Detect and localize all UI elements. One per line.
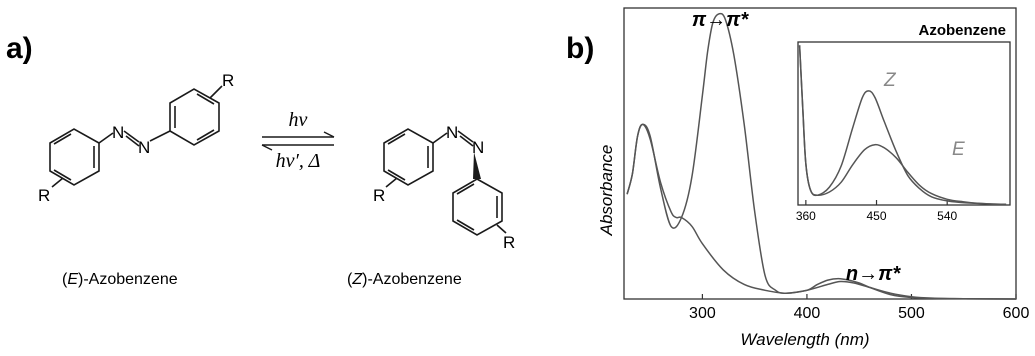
z-nn-double-bond: [457, 130, 474, 143]
z-isomer-caption: (Z)-Azobenzene: [347, 271, 462, 288]
inset-z-label: Z: [883, 70, 897, 91]
z-ring-r-bond-bottom: [496, 224, 507, 234]
y-axis-label: Absorbance: [597, 145, 616, 237]
inset-e-label: E: [952, 139, 965, 160]
z-r-substituent-left: R: [373, 186, 385, 205]
main-plot-frame: [623, 7, 1017, 300]
main-x-tick-label-300: 300: [689, 305, 716, 322]
e-nn-double-bond: [123, 130, 140, 143]
pi-pi-star-label: π→π*: [692, 9, 749, 31]
e-n-bond-left: [98, 132, 114, 144]
panel-a: a) R R N N: [6, 32, 515, 288]
inset-x-tick-label-450: 450: [867, 209, 887, 223]
e-nn-double-bond-2: [125, 135, 140, 147]
inset-series-e-line: [798, 45, 1007, 206]
e-isomer-caption: (E)-Azobenzene: [62, 271, 178, 288]
main-series-group: [626, 12, 1017, 300]
e-ring-r-bond-top: [209, 85, 223, 99]
z-wedge-bond: [473, 152, 481, 179]
e-ring-r-bond: [51, 177, 64, 188]
main-x-tick-label-400: 400: [794, 305, 821, 322]
reverse-light-heat-label: hν′, Δ: [276, 150, 321, 172]
main-x-tick-label-500: 500: [898, 305, 925, 322]
inset-plot-frame: [797, 41, 1011, 206]
z-left-benzene-ring: [383, 128, 434, 186]
e-r-substituent-bottom: R: [38, 186, 50, 205]
z-r-substituent-bottom: R: [503, 233, 515, 252]
z-ring-r-bond: [385, 177, 398, 188]
panel-b-label: b): [566, 32, 594, 65]
e-left-benzene-ring: [49, 128, 100, 186]
inset-x-axis: 360 450 540: [796, 200, 958, 223]
z-n-bond-left: [432, 132, 448, 144]
main-x-tick-label-600: 600: [1003, 305, 1030, 322]
e-n-bond-right: [149, 130, 171, 142]
n-pi-star-label: n→π*: [846, 263, 901, 285]
z-nitrogen-1: N: [446, 123, 458, 142]
main-series-1-line: [626, 123, 1017, 300]
e-nitrogen-1: N: [112, 123, 124, 142]
e-r-substituent-top: R: [222, 71, 234, 90]
equilibrium-arrows: [261, 131, 335, 151]
e-isomer-structure: [49, 85, 223, 188]
panel-b: b) 300 400 500 600 Absorbance Wavelength (n…: [566, 7, 1029, 349]
panel-a-label: a): [6, 32, 33, 65]
z-nn-double-bond-2: [459, 135, 474, 147]
z-right-benzene-ring: [452, 178, 503, 236]
x-axis-label: Wavelength (nm): [740, 330, 869, 349]
e-right-benzene-ring: [169, 88, 220, 146]
inset-title: Azobenzene: [918, 22, 1006, 39]
inset-x-tick-label-360: 360: [796, 209, 816, 223]
e-nitrogen-2: N: [138, 138, 150, 157]
main-x-axis: 300 400 500 600: [689, 294, 1029, 322]
z-nitrogen-2: N: [472, 138, 484, 157]
z-isomer-structure: [383, 128, 507, 236]
forward-light-label: hν: [289, 109, 308, 131]
inset-x-tick-label-540: 540: [937, 209, 957, 223]
inset-series-group: [798, 45, 1007, 206]
